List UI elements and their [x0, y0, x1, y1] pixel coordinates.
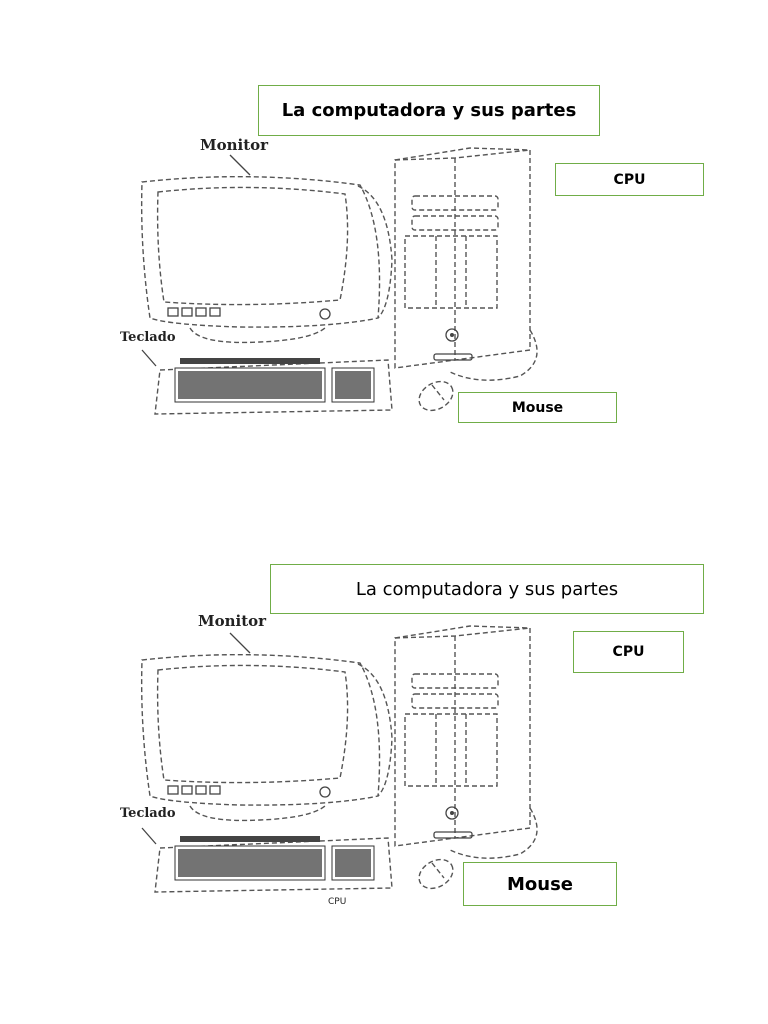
- computer-illustration-1: [0, 0, 768, 512]
- stray-cpu-text: CPU: [328, 897, 346, 907]
- monitor-handwritten-label: Monitor: [200, 136, 268, 154]
- mouse-label-box: Mouse: [458, 392, 617, 423]
- mouse-label-box-2: Mouse: [463, 862, 617, 906]
- computer-illustration-2: [0, 478, 768, 990]
- cpu-label-box: CPU: [555, 163, 704, 196]
- title-box: La computadora y sus partes: [258, 85, 600, 136]
- keyboard-handwritten-label: Teclado: [120, 330, 176, 345]
- keyboard-handwritten-label-2: Teclado: [120, 806, 176, 821]
- cpu-label-box-2: CPU: [573, 631, 684, 673]
- monitor-handwritten-label-2: Monitor: [198, 612, 266, 630]
- title-box-2: La computadora y sus partes: [270, 564, 704, 614]
